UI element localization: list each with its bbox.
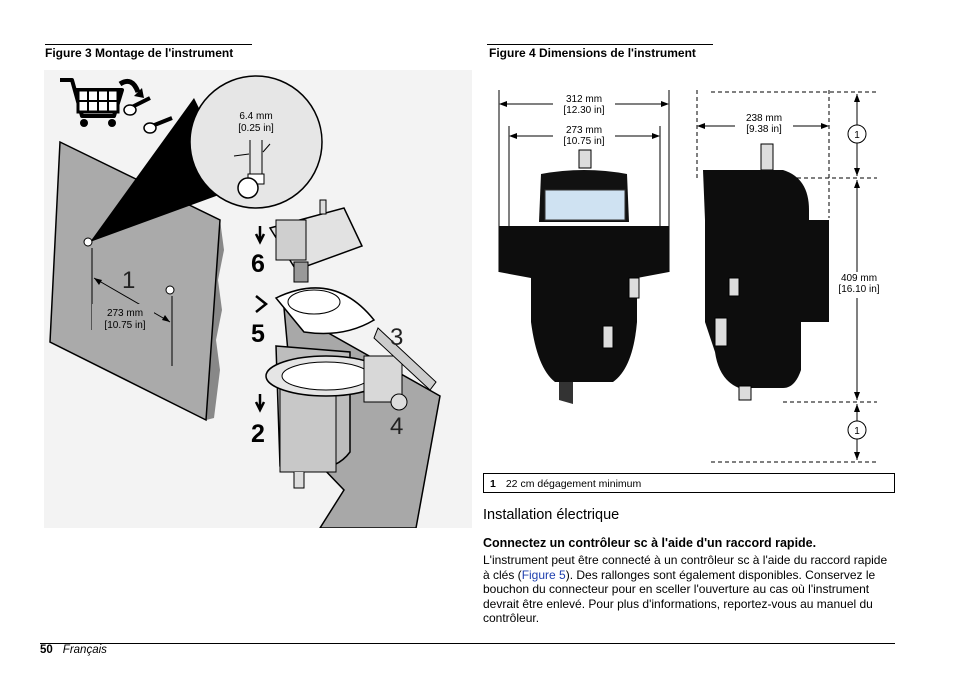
legend-number: 1 [490, 478, 496, 490]
depth-mm: 238 mm [746, 113, 782, 124]
step-5: 5 [251, 320, 265, 348]
instrument-drawing [265, 199, 437, 489]
figure3-rule [45, 44, 252, 45]
callout-bottom-label: 1 [854, 426, 860, 437]
spacing-dimension: 273 mm [10.75 in] [83, 237, 175, 366]
depth-in: [9.38 in] [746, 124, 782, 135]
spacing-mm: 273 mm [107, 308, 143, 319]
figure5-link[interactable]: Figure 5 [521, 567, 566, 582]
spacing-in: [10.75 in] [104, 320, 145, 331]
height-in: [16.10 in] [838, 284, 879, 295]
section-paragraph: L'instrument peut être connecté à un con… [483, 553, 895, 626]
inner-width-mm: 273 mm [566, 125, 602, 136]
figure4-illustration: 312 mm [12.30 in] 273 mm [10.75 in] 238 … [498, 90, 885, 463]
outer-width-mm: 312 mm [566, 94, 602, 105]
callout-top [847, 124, 867, 144]
footer-language: Français [62, 644, 107, 656]
figure4-title: Figure 4 Dimensions de l'instrument [489, 46, 696, 60]
step-arrows [254, 226, 269, 413]
detail-dim-in: [0.25 in] [238, 123, 274, 134]
screw-icons [123, 96, 173, 134]
figure4-legend: 1 22 cm dégagement minimum [483, 473, 895, 493]
section-subheading: Connectez un contrôleur sc à l'aide d'un… [483, 536, 817, 550]
legend-text: 22 cm dégagement minimum [505, 478, 642, 490]
front-view: 312 mm [12.30 in] 273 mm [10.75 in] [498, 90, 670, 404]
step-6: 6 [251, 250, 265, 278]
section-heading: Installation électrique [483, 507, 620, 523]
step-4: 4 [390, 413, 403, 440]
shopping-cart-icon [60, 78, 144, 127]
detail-magnifier: 6.4 mm [0.25 in] [90, 75, 323, 242]
step-2: 2 [251, 420, 265, 448]
para-after-link: ). Des rallonges sont également disponib… [483, 567, 876, 626]
outer-width-in: [12.30 in] [563, 105, 604, 116]
step-3: 3 [390, 324, 403, 351]
footer-rule [40, 643, 895, 644]
page-footer: 50 Français [40, 644, 107, 656]
para-before-link: L'instrument peut être connecté à un con… [483, 553, 888, 582]
side-view: 238 mm [9.38 in] 409 mm [16.10 in] 1 1 [696, 90, 885, 463]
detail-dim-mm: 6.4 mm [239, 111, 272, 122]
inner-width-in: [10.75 in] [563, 136, 604, 147]
callout-top-label: 1 [854, 130, 860, 141]
height-mm: 409 mm [841, 273, 877, 284]
page-number: 50 [40, 644, 53, 656]
callout-bottom [847, 420, 867, 440]
step-1: 1 [122, 267, 135, 294]
figure3-illustration: 6.4 mm [0.25 in] 273 mm [10.75 in] [44, 70, 472, 528]
figure3-title: Figure 3 Montage de l'instrument [45, 46, 234, 60]
figure4-rule [487, 44, 713, 45]
